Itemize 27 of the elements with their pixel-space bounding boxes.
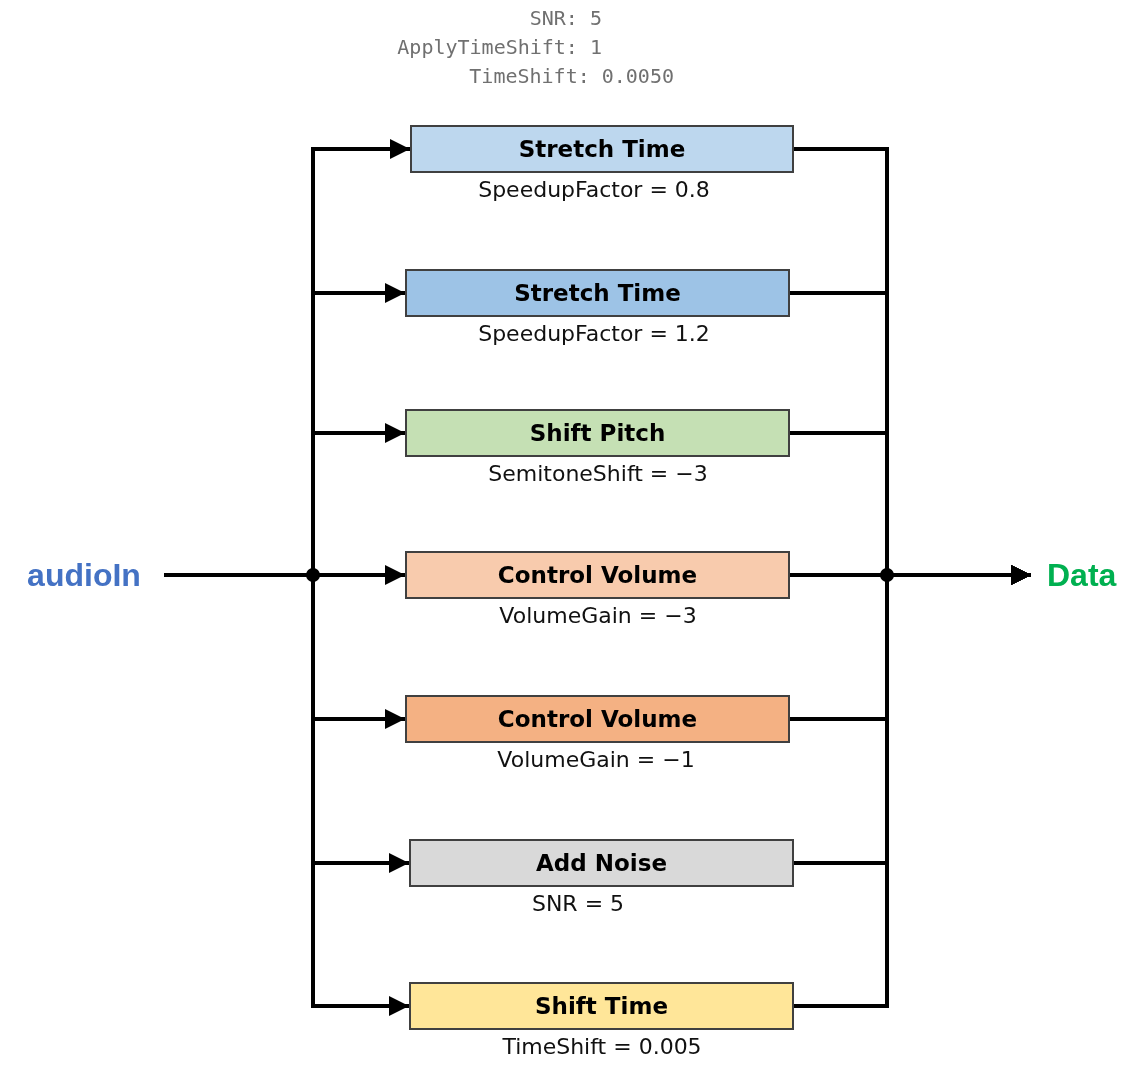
process-box	[405, 409, 790, 457]
parameter-label: SpeedupFactor = 0.8	[478, 177, 710, 202]
process-box	[405, 695, 790, 743]
parameter-label: SNR = 5	[531, 891, 625, 916]
box-title: Control Volume	[497, 562, 698, 588]
box-title: Add Noise	[536, 850, 667, 876]
process-box	[405, 551, 790, 599]
parameter-label: TimeShift = 0.005	[502, 1034, 702, 1059]
arrow	[794, 565, 1031, 1008]
parameter-label: SemitoneShift = −3	[488, 461, 708, 486]
process-box	[405, 269, 790, 317]
box-title: Stretch Time	[518, 136, 686, 162]
process-box	[410, 125, 794, 173]
box-title: Shift Time	[535, 993, 668, 1019]
setting-text: SNR: 5	[529, 6, 602, 30]
terminal-label: Data	[1031, 552, 1131, 598]
process-box	[409, 982, 794, 1030]
parameter-label: VolumeGain = −3	[499, 603, 697, 628]
setting-text: TimeShift: 0.0050	[469, 64, 674, 88]
parameter-label: VolumeGain = −1	[497, 747, 695, 772]
setting-text: ApplyTimeShift: 1	[397, 35, 602, 59]
parameter-label: SpeedupFactor = 1.2	[478, 321, 710, 346]
terminal-label: audioIn	[4, 552, 164, 598]
box-title: Shift Pitch	[529, 420, 666, 446]
box-title: Stretch Time	[514, 280, 681, 306]
process-box	[409, 839, 794, 887]
box-title: Control Volume	[497, 706, 698, 732]
